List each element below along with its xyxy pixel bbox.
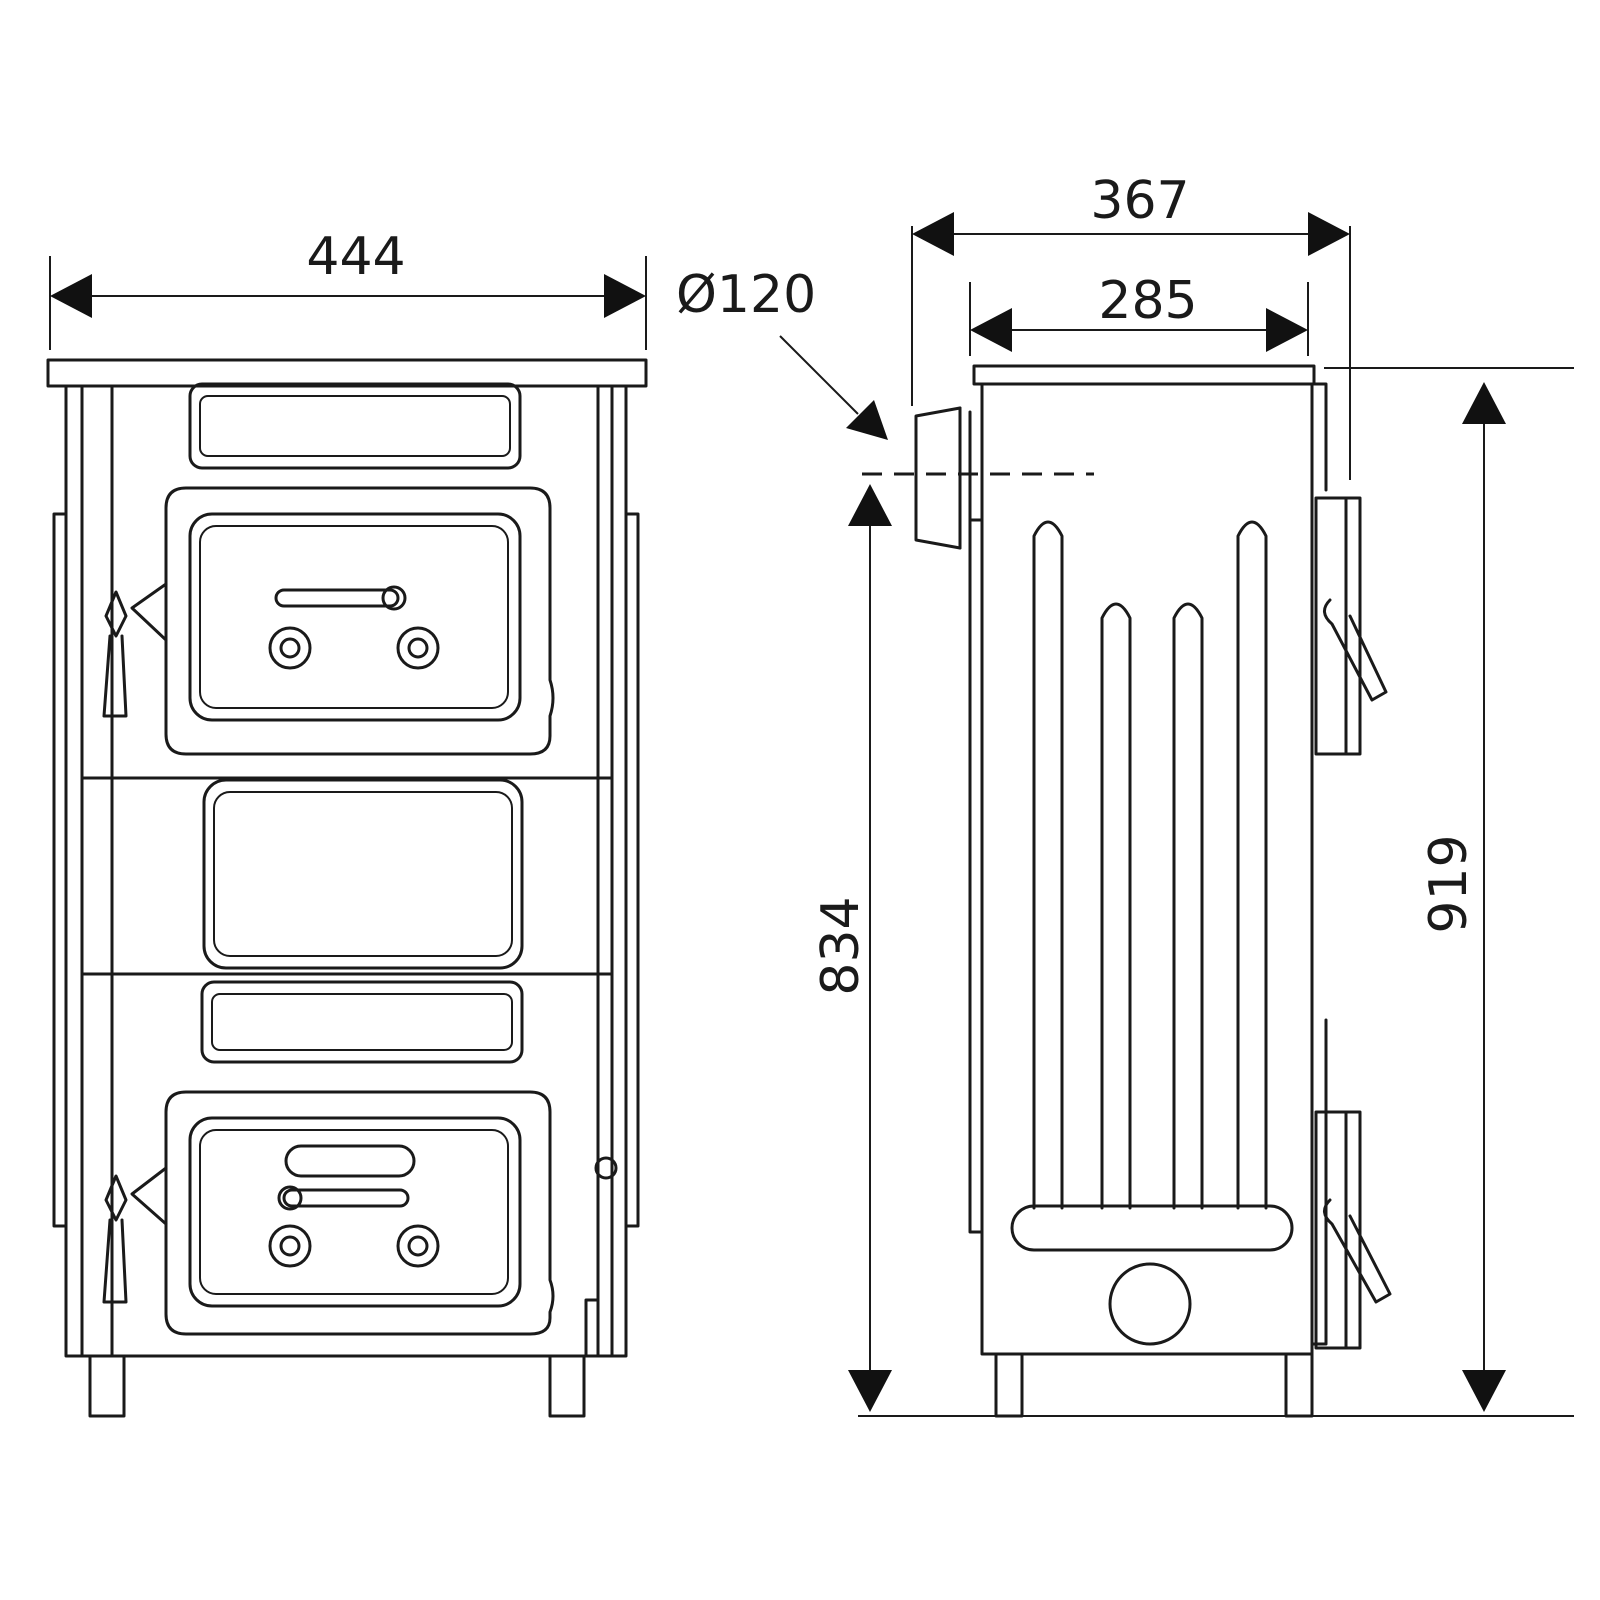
front-ash-panel: [200, 980, 524, 1064]
flue-height-dimension: [848, 484, 892, 1412]
side-upper-door-edge: [1344, 496, 1362, 756]
side-rib-1: [1032, 520, 1064, 1210]
lower-handle-arm: [130, 1166, 168, 1226]
side-front-leg: [1284, 1352, 1314, 1418]
upper-air-vent-right-center: [407, 637, 429, 659]
lower-door-glass: [199, 1129, 509, 1295]
total-depth-dimension: [911, 212, 1351, 480]
body-depth-label: 285: [1098, 271, 1197, 331]
lower-slider-knob: [277, 1185, 303, 1211]
total-depth-label: 367: [1090, 171, 1189, 231]
side-rear-panel: [968, 518, 984, 1234]
flue-diameter-label: Ø120: [676, 265, 816, 325]
front-middle-panel: [202, 778, 524, 970]
front-width-label: 444: [306, 227, 405, 287]
side-lower-handle: [1323, 1198, 1392, 1304]
body-depth-arrow-left: [970, 308, 1012, 352]
front-side-knob: [594, 1156, 618, 1180]
total-height-label: 919: [1419, 834, 1479, 933]
upper-air-slider: [274, 588, 400, 608]
lower-door: [164, 1090, 555, 1336]
total-depth-arrow-right: [1308, 212, 1350, 256]
front-side-frame: [80, 384, 614, 1358]
front-left-leg: [88, 1354, 126, 1418]
side-rib-base: [1010, 1204, 1294, 1252]
side-rib-3: [1172, 602, 1204, 1210]
front-width-dimension: [49, 256, 647, 350]
front-middle-panel-inner: [213, 791, 513, 957]
lower-air-vent-right: [396, 1224, 440, 1268]
lower-air-vent-left-center: [279, 1235, 301, 1257]
upper-door: [164, 486, 555, 756]
lower-handle-knob: [104, 1174, 128, 1222]
total-height-dimension: [1462, 382, 1506, 1412]
side-upper-handle: [1323, 598, 1388, 702]
side-air-inlet: [1108, 1262, 1192, 1346]
lower-air-vent-left: [268, 1224, 312, 1268]
side-rear-leg: [994, 1352, 1024, 1418]
upper-air-vent-right: [396, 626, 440, 670]
front-ash-panel-inner: [211, 993, 513, 1051]
flue-height-arrow-top: [848, 484, 892, 526]
upper-door-frame: [188, 512, 522, 722]
front-panel-separators: [80, 776, 614, 976]
side-lower-door-profile: [1314, 1110, 1348, 1350]
front-width-arrow-right: [604, 274, 646, 318]
flue-height-arrow-bottom: [848, 1370, 892, 1412]
front-bottom-lip: [584, 1298, 600, 1358]
front-view: [46, 358, 648, 1418]
upper-air-vent-left-center: [279, 637, 301, 659]
flue-pipe: [914, 406, 962, 550]
side-front-edge: [1310, 382, 1328, 1346]
front-right-side-panel: [624, 512, 640, 1228]
side-top-plate: [972, 364, 1316, 386]
front-top-panel-inner: [199, 395, 511, 457]
side-rib-2: [1100, 602, 1132, 1210]
side-body-outline: [980, 382, 1314, 1356]
upper-air-vent-left: [268, 626, 312, 670]
upper-handle-arm: [130, 582, 168, 642]
side-view: [914, 364, 1392, 1418]
flue-diameter-arrow: [846, 400, 888, 440]
upper-slider-knob: [381, 585, 407, 611]
flue-height-label: 834: [811, 896, 871, 995]
front-right-leg: [548, 1354, 586, 1418]
upper-handle-knob: [104, 590, 128, 638]
side-upper-door-profile: [1314, 496, 1348, 756]
side-lower-door-edge: [1344, 1110, 1362, 1350]
flue-diameter-leader: [779, 335, 888, 440]
total-depth-arrow-left: [912, 212, 954, 256]
front-width-arrow-left: [50, 274, 92, 318]
body-depth-dimension: [969, 282, 1309, 356]
front-top-plate: [46, 358, 648, 388]
upper-door-glass: [199, 525, 509, 709]
total-height-arrow-top: [1462, 382, 1506, 424]
front-top-panel: [188, 382, 522, 470]
lower-viewing-slot: [284, 1144, 416, 1178]
lower-handle-grip: [102, 1218, 128, 1304]
flue-pipe-collar: [958, 406, 972, 550]
front-body-outline: [64, 384, 628, 1358]
upper-handle-grip: [102, 634, 128, 718]
front-left-side-panel: [52, 512, 68, 1228]
lower-door-frame: [188, 1116, 522, 1308]
front-inner-frame: [110, 384, 600, 1358]
lower-air-slider: [282, 1188, 410, 1208]
side-rib-4: [1236, 520, 1268, 1210]
total-height-arrow-bottom: [1462, 1370, 1506, 1412]
body-depth-arrow-right: [1266, 308, 1308, 352]
lower-air-vent-right-center: [407, 1235, 429, 1257]
